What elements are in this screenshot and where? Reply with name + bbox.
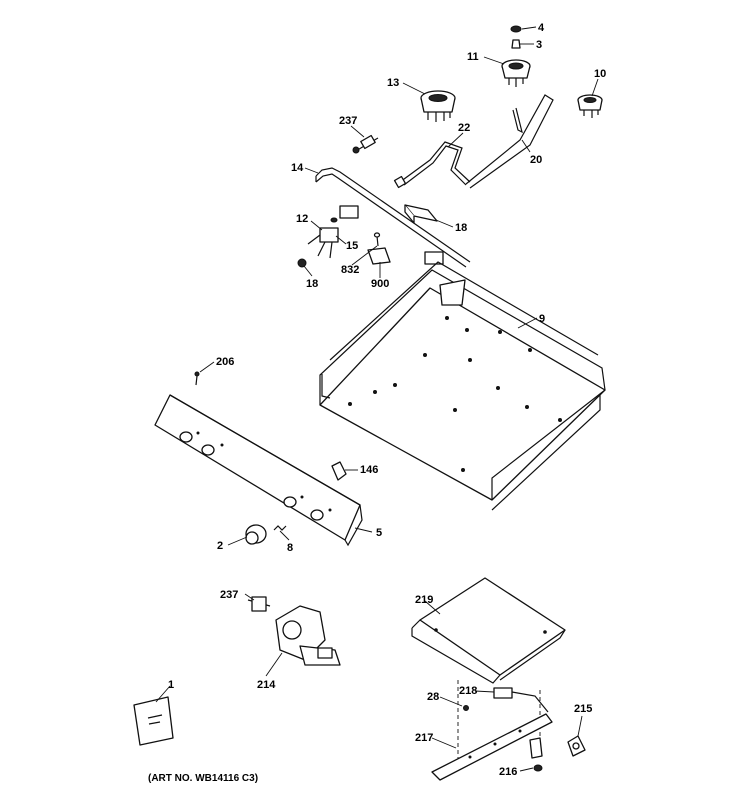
knob-2 <box>245 524 267 545</box>
label-4: 4 <box>538 22 545 34</box>
label-219: 219 <box>415 594 433 606</box>
shield-219 <box>411 577 566 684</box>
grommet-18 <box>297 258 307 268</box>
label-5: 5 <box>376 527 382 539</box>
label-2: 2 <box>217 540 223 552</box>
label-18-top: 18 <box>455 222 467 234</box>
valve-fitting-237-top <box>352 134 379 154</box>
label-217: 217 <box>415 732 433 744</box>
label-22: 22 <box>458 122 470 134</box>
art-number: (ART NO. WB14116 C3) <box>148 773 258 784</box>
label-900: 900 <box>371 278 389 290</box>
screw-28 <box>463 705 469 711</box>
spring-8 <box>273 525 287 531</box>
orifice-216 <box>529 737 543 772</box>
label-14: 14 <box>291 162 304 174</box>
clip-146 <box>331 461 347 481</box>
label-10: 10 <box>594 68 606 80</box>
bracket-215 <box>567 735 586 757</box>
label-215: 215 <box>574 703 592 715</box>
pressure-regulator-12 <box>307 217 339 259</box>
bracket-18-top <box>404 204 438 224</box>
label-8: 8 <box>287 542 293 554</box>
label-3: 3 <box>536 39 542 51</box>
label-237-top: 237 <box>339 115 357 127</box>
burner-head-13 <box>420 90 456 122</box>
label-218: 218 <box>459 685 477 697</box>
manifold-pipe-14 <box>315 167 471 268</box>
label-20: 20 <box>530 154 542 166</box>
bracket-900 <box>367 247 391 265</box>
tube-22 <box>393 141 471 189</box>
label-237-bottom: 237 <box>220 589 238 601</box>
igniter-218 <box>493 687 549 713</box>
screw-206 <box>194 371 200 386</box>
label-832: 832 <box>341 264 359 276</box>
label-18-bottom: 18 <box>306 278 318 290</box>
control-panel-5 <box>154 394 363 547</box>
label-214: 214 <box>257 679 276 691</box>
label-12: 12 <box>296 213 308 225</box>
bake-burner-217 <box>431 713 553 781</box>
label-15: 15 <box>346 240 358 252</box>
label-216: 216 <box>499 766 517 778</box>
label-146: 146 <box>360 464 378 476</box>
valve-fitting-237-bottom <box>247 596 271 612</box>
part-labels: 4 3 11 10 13 237 22 20 14 18 12 15 832 9… <box>148 22 606 784</box>
burner-box-9 <box>319 261 606 511</box>
label-28: 28 <box>427 691 439 703</box>
label-1: 1 <box>168 679 174 691</box>
label-9: 9 <box>539 313 545 325</box>
valve-214 <box>275 605 341 666</box>
burner-head-10 <box>577 94 603 118</box>
owner-manual-1 <box>133 696 174 746</box>
label-13: 13 <box>387 77 399 89</box>
burner-cap-4 <box>510 25 522 33</box>
screw-832 <box>373 232 381 247</box>
label-206: 206 <box>216 356 234 368</box>
label-11: 11 <box>467 51 479 63</box>
burner-head-11 <box>501 59 531 87</box>
tube-20 <box>465 94 554 189</box>
orifice-3 <box>511 39 521 49</box>
leader-lines <box>155 26 599 772</box>
